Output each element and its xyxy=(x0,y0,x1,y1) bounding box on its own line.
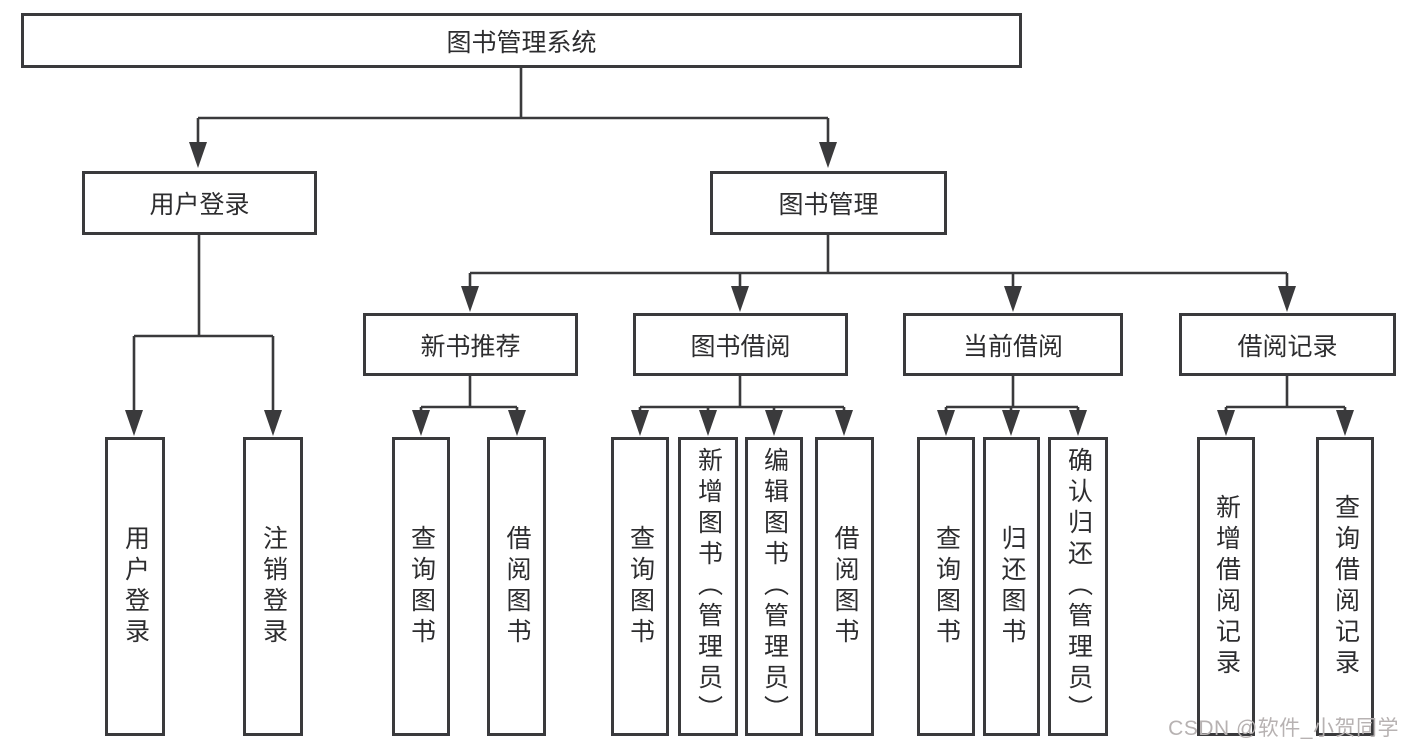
leaf-label: 新增图书（管理员） xyxy=(694,447,723,726)
arrow-icon xyxy=(508,410,526,436)
leaf-logout: 注销登录 xyxy=(243,437,303,736)
node-book-management: 图书管理 xyxy=(710,171,947,235)
node-label: 图书管理 xyxy=(778,191,879,219)
arrow-icon xyxy=(699,410,717,436)
arrow-icon xyxy=(189,142,207,168)
tree-edges xyxy=(132,68,1347,412)
node-label: 图书借阅 xyxy=(690,332,791,361)
arrow-icon xyxy=(835,410,853,436)
node-user-login: 用户登录 xyxy=(82,171,317,235)
leaf-edit-books-admin: 编辑图书（管理员） xyxy=(745,437,803,736)
node-book-borrowing: 图书借阅 xyxy=(633,313,848,376)
watermark-text: CSDN @软件_小贺同学 xyxy=(1168,717,1399,740)
leaf-label: 查询图书 xyxy=(407,524,436,649)
arrow-icon xyxy=(461,286,479,312)
leaf-add-books-admin: 新增图书（管理员） xyxy=(678,437,738,736)
leaf-query-books-borrowing: 查询图书 xyxy=(611,437,669,736)
leaf-label: 用户登录 xyxy=(121,524,150,649)
arrow-icon xyxy=(1002,410,1020,436)
leaf-label: 注销登录 xyxy=(259,524,288,649)
arrow-icon xyxy=(1004,286,1022,312)
leaf-label: 编辑图书（管理员） xyxy=(760,447,789,726)
leaf-query-books-current: 查询图书 xyxy=(917,437,975,736)
arrow-icon xyxy=(1217,410,1235,436)
node-label: 用户登录 xyxy=(149,191,250,219)
arrow-icon xyxy=(1336,410,1354,436)
arrow-icon xyxy=(264,410,282,436)
node-label: 图书管理系统 xyxy=(446,28,597,57)
arrow-icon xyxy=(1278,286,1296,312)
leaf-add-borrow-record: 新增借阅记录 xyxy=(1197,437,1255,736)
node-current-borrowing: 当前借阅 xyxy=(903,313,1123,376)
arrow-icon xyxy=(765,410,783,436)
leaf-query-books-recommend: 查询图书 xyxy=(392,437,450,736)
node-label: 借阅记录 xyxy=(1237,332,1338,361)
node-label: 新书推荐 xyxy=(420,332,521,361)
node-library-management-system: 图书管理系统 xyxy=(21,13,1022,68)
leaf-label: 借阅图书 xyxy=(831,524,859,649)
leaf-borrow-books: 借阅图书 xyxy=(815,437,874,736)
leaf-label: 借阅图书 xyxy=(503,524,531,649)
node-borrowing-records: 借阅记录 xyxy=(1179,313,1396,376)
leaf-confirm-return-admin: 确认归还（管理员） xyxy=(1048,437,1108,736)
leaf-return-books: 归还图书 xyxy=(983,437,1040,736)
leaf-label: 查询图书 xyxy=(626,524,655,649)
arrow-icon xyxy=(1069,410,1087,436)
node-new-book-recommendation: 新书推荐 xyxy=(363,313,578,376)
node-label: 当前借阅 xyxy=(962,332,1063,361)
leaf-label: 确认归还（管理员） xyxy=(1064,447,1093,726)
leaf-query-borrow-record: 查询借阅记录 xyxy=(1316,437,1374,736)
arrow-icon xyxy=(412,410,430,436)
leaf-label: 查询借阅记录 xyxy=(1331,493,1360,680)
arrow-icon xyxy=(819,142,837,168)
leaf-user-login: 用户登录 xyxy=(105,437,165,736)
leaf-label: 查询图书 xyxy=(932,524,961,649)
leaf-label: 归还图书 xyxy=(998,524,1026,649)
arrow-icon xyxy=(937,410,955,436)
arrow-icon xyxy=(731,286,749,312)
arrow-icon xyxy=(125,410,143,436)
leaf-borrow-books-recommend: 借阅图书 xyxy=(487,437,546,736)
arrow-icon xyxy=(631,410,649,436)
leaf-label: 新增借阅记录 xyxy=(1212,493,1241,680)
